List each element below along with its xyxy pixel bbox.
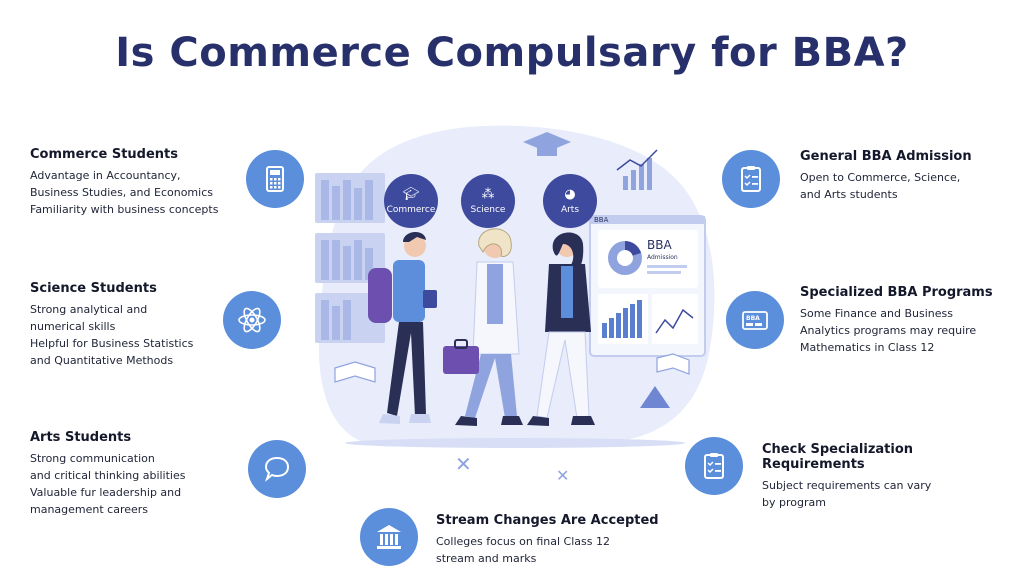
science-line: numerical skills xyxy=(30,320,116,333)
arts-line: Strong communication xyxy=(30,452,155,465)
general-admission-block: General BBA Admission Open to Commerce, … xyxy=(800,149,1015,203)
page-title: Is Commerce Compulsary for BBA? xyxy=(115,30,909,76)
student-arts xyxy=(527,232,595,426)
stream-label: Science xyxy=(470,204,506,215)
speech-bubble-icon xyxy=(248,440,306,498)
general-admission-line: and Arts students xyxy=(800,188,898,201)
check-specialization-heading: Check Specialization Requirements xyxy=(762,442,914,472)
science-line: Helpful for Business Statistics xyxy=(30,337,194,350)
science-stream-bubble: ⁂ Science xyxy=(461,174,515,228)
stream-changes-line: Colleges focus on final Class 12 xyxy=(436,535,610,548)
science-line: and Quantitative Methods xyxy=(30,354,174,367)
commerce-stream-bubble: 🎓︎ Commerce xyxy=(384,174,438,228)
general-admission-line: Open to Commerce, Science, xyxy=(800,171,961,184)
check-specialization-line: Subject requirements can vary xyxy=(762,479,932,492)
stream-changes-line: stream and marks xyxy=(436,552,537,565)
arts-students-block: Arts Students Strong communication and c… xyxy=(30,430,240,518)
bba-card-title: BBA xyxy=(647,238,672,252)
commerce-line: Familiarity with business concepts xyxy=(30,203,219,216)
student-science xyxy=(443,228,523,426)
science-line: Strong analytical and xyxy=(30,303,148,316)
cross-mark-icon: ✕ xyxy=(556,466,570,485)
commerce-students-block: Commerce Students Advantage in Accountan… xyxy=(30,147,245,218)
bar-chart-icon xyxy=(623,158,652,190)
check-specialization-line: by program xyxy=(762,496,826,509)
science-students-block: Science Students Strong analytical and n… xyxy=(30,281,240,369)
specialized-programs-block: Specialized BBA Programs Some Finance an… xyxy=(800,285,1015,356)
specialized-programs-line: Some Finance and Business xyxy=(800,307,953,320)
stream-label: Commerce xyxy=(386,204,436,215)
students-illustration: BBA BBA Admission xyxy=(305,118,725,453)
stream-changes-heading: Stream Changes Are Accepted xyxy=(436,513,659,528)
check-specialization-block: Check Specialization Requirements Subjec… xyxy=(762,442,1017,511)
palette-icon: ◕ xyxy=(564,186,576,202)
student-commerce xyxy=(368,231,437,424)
molecule-icon: ⁂ xyxy=(481,186,495,202)
specialized-programs-line: Analytics programs may require xyxy=(800,324,977,337)
arts-line: Valuable fur leadership and xyxy=(30,486,182,499)
commerce-heading: Commerce Students xyxy=(30,147,179,162)
atom-icon xyxy=(223,291,281,349)
arts-line: and critical thinking abilities xyxy=(30,469,186,482)
institution-icon xyxy=(360,508,418,566)
stream-label: Arts xyxy=(560,204,580,215)
arts-heading: Arts Students xyxy=(30,430,132,445)
science-heading: Science Students xyxy=(30,281,157,296)
stream-changes-block: Stream Changes Are Accepted Colleges foc… xyxy=(436,513,666,567)
specialized-programs-line: Mathematics in Class 12 xyxy=(800,341,935,354)
graduation-cap-icon: 🎓︎ xyxy=(402,186,420,202)
bba-card-subtitle: Admission xyxy=(647,254,678,261)
cross-mark-icon: ✕ xyxy=(455,452,472,476)
commerce-line: Business Studies, and Economics xyxy=(30,186,213,199)
screen-label: BBA xyxy=(594,216,609,224)
general-admission-heading: General BBA Admission xyxy=(800,149,972,164)
bba-card-icon: BBA xyxy=(726,291,784,349)
clipboard-checklist-icon xyxy=(685,437,743,495)
specialized-programs-heading: Specialized BBA Programs xyxy=(800,285,993,300)
bba-badge-text: BBA xyxy=(746,315,760,322)
clipboard-checklist-icon xyxy=(722,150,780,208)
graduation-cap-icon xyxy=(523,132,571,156)
commerce-line: Advantage in Accountancy, xyxy=(30,169,181,182)
calculator-icon xyxy=(246,150,304,208)
arts-stream-bubble: ◕ Arts xyxy=(543,174,597,228)
arts-line: management careers xyxy=(30,503,149,516)
